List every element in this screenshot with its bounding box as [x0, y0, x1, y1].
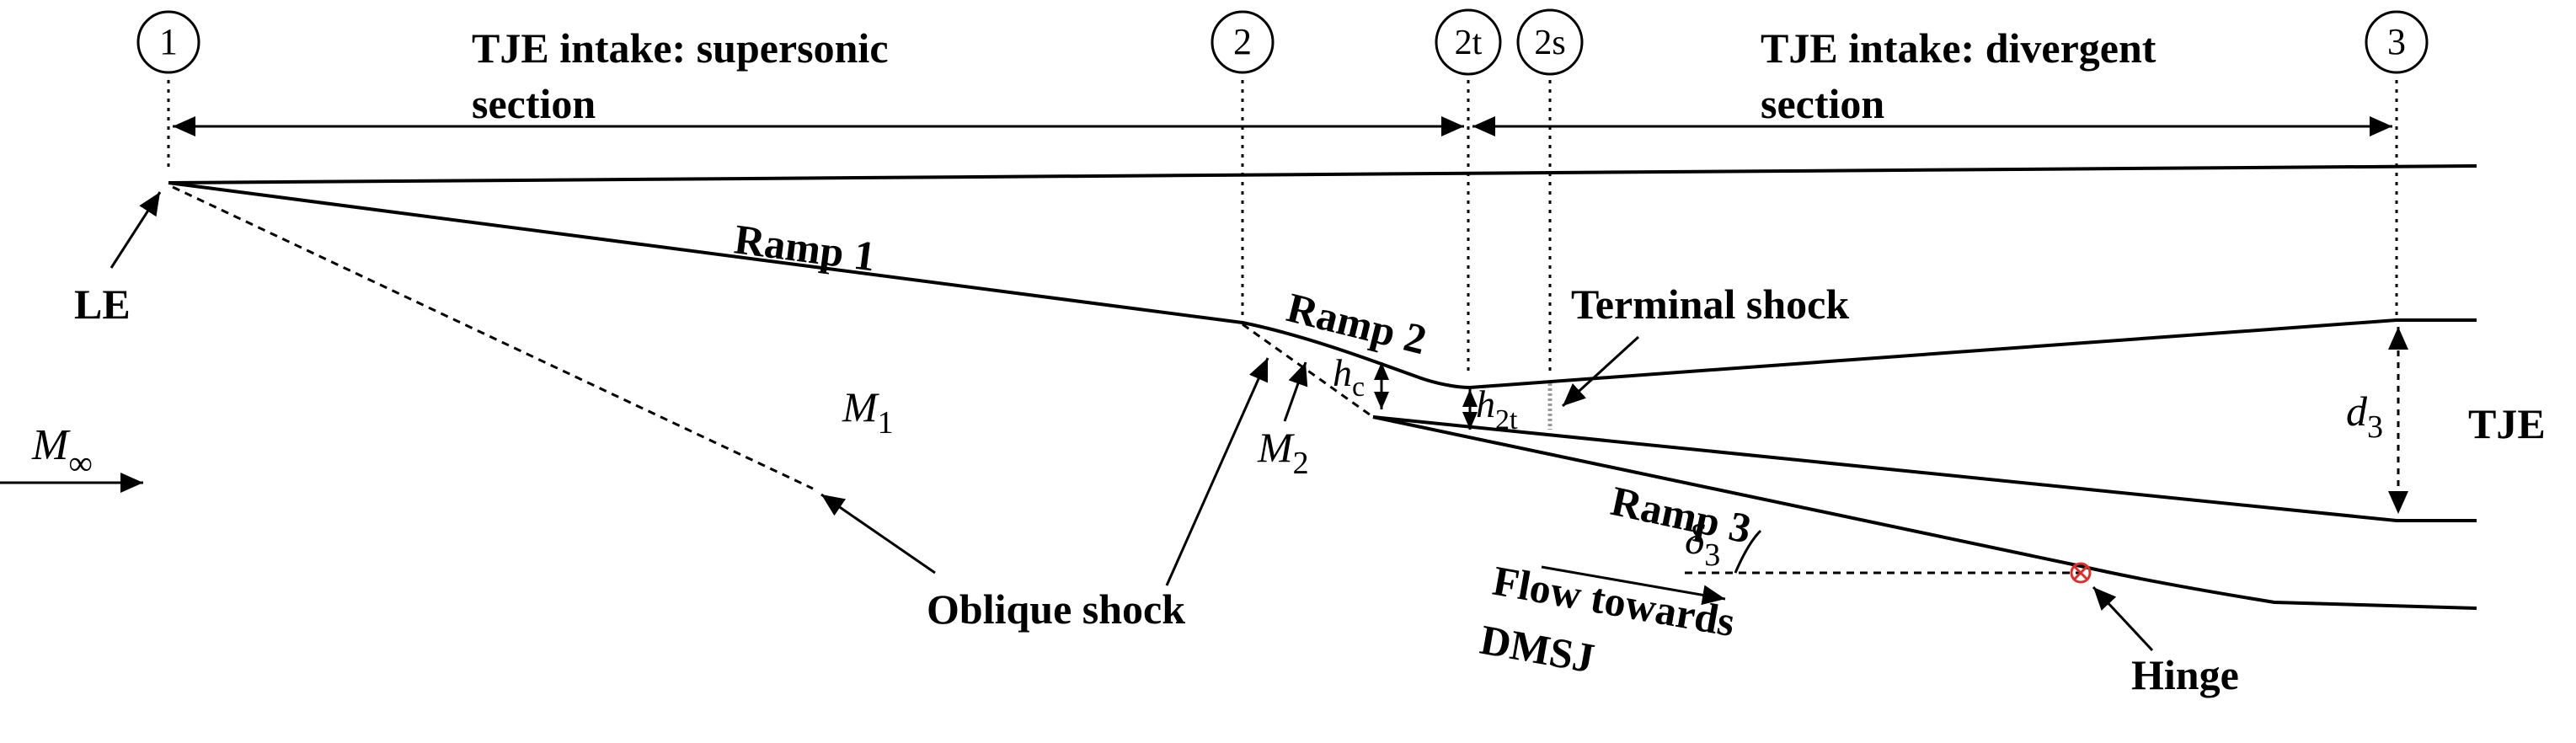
m-infinity-symbol: M∞: [31, 421, 93, 482]
m2-subscript: 2: [1293, 446, 1309, 481]
station-marker-2: 2: [1211, 10, 1275, 74]
station-marker-2t: 2t: [1435, 8, 1502, 76]
m1-letter: M: [842, 383, 879, 430]
le-pointer-arrow: [110, 191, 162, 269]
d3-letter: d: [2346, 388, 2368, 435]
oblique-shock-label: Oblique shock: [927, 585, 1185, 633]
station-label-3: 3: [2387, 21, 2406, 62]
station-label-2t: 2t: [1455, 24, 1483, 62]
h2t-subscript: 2t: [1495, 404, 1518, 436]
ramp-3-label: Ramp 3: [1607, 477, 1756, 553]
delta3-symbol: δ3: [1685, 516, 1720, 573]
supersonic-section-title-line2: section: [472, 80, 596, 127]
flow-label-line2: DMSJ: [1477, 616, 1598, 682]
hinge-label: Hinge: [2131, 651, 2239, 698]
ramp-surface: [168, 181, 2477, 390]
delta3-subscript: 3: [1704, 537, 1720, 573]
divergent-section-title-line1: TJE intake: divergent: [1761, 24, 2156, 72]
m2-pointer-arrow: [1283, 361, 1308, 422]
hc-symbol: hc: [1333, 351, 1365, 403]
flow-direction-arrow: [1541, 565, 1726, 606]
d3-subscript: 3: [2367, 409, 2383, 445]
m-inf-subscript: ∞: [68, 444, 93, 482]
m2-symbol: M2: [1257, 424, 1309, 481]
ramp-3-surface: [1372, 415, 2477, 610]
station-label-2s: 2s: [1534, 24, 1565, 62]
oblique-shock-2-pointer-arrow: [1165, 357, 1269, 586]
station-label-1: 1: [159, 21, 178, 62]
svg-text:M∞: M∞: [31, 421, 93, 482]
hinge-pointer-arrow: [2092, 585, 2154, 652]
hc-subscript: c: [1352, 372, 1365, 403]
terminal-shock-label: Terminal shock: [1571, 281, 1849, 328]
m1-subscript: 1: [878, 405, 894, 441]
divergent-section-title-line2: section: [1761, 80, 1884, 127]
delta3-angle-arc: [1734, 529, 1762, 574]
d3-symbol: d3: [2346, 388, 2383, 445]
m1-symbol: M1: [842, 383, 894, 441]
hc-letter: h: [1333, 351, 1352, 394]
m-inf-letter: M: [31, 421, 71, 469]
cowl-upper-wall: [168, 164, 2477, 184]
ramp-1-label: Ramp 1: [732, 215, 879, 280]
station-marker-3: 3: [2365, 10, 2429, 74]
oblique-shock-1-pointer-arrow: [820, 493, 936, 575]
station-label-2: 2: [1233, 21, 1252, 62]
hinge-icon: [2070, 562, 2092, 584]
station-marker-2s: 2s: [1516, 8, 1584, 76]
station-marker-1: 1: [136, 10, 200, 74]
terminal-shock-pointer-arrow: [1561, 335, 1640, 408]
inner-flap-wall: [1372, 415, 2477, 522]
h2t-letter: h: [1476, 382, 1495, 425]
le-label: LE: [74, 281, 131, 328]
tje-label: TJE: [2468, 400, 2546, 447]
m2-letter: M: [1257, 424, 1295, 471]
supersonic-section-title-line1: TJE intake: supersonic: [472, 24, 889, 72]
oblique-shock-1: [172, 185, 814, 490]
h2t-symbol: h2t: [1476, 382, 1518, 436]
delta3-letter: δ: [1685, 516, 1705, 563]
ramp-2-label: Ramp 2: [1282, 283, 1431, 363]
